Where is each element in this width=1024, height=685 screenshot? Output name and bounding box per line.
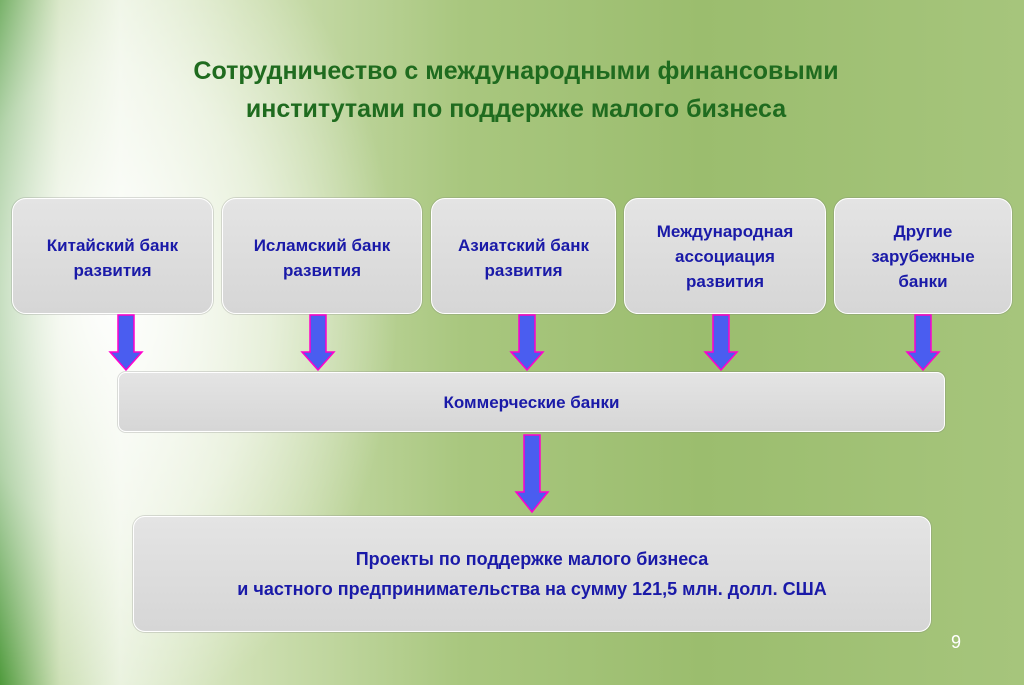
box-label-line: ассоциация [675,247,775,266]
slide-title: Сотрудничество с международными финансов… [100,52,932,128]
box-label-line: Другие [893,222,953,241]
box-label-line: развития [484,261,563,280]
box-label-line: банки [898,272,948,291]
down-arrow-icon [509,314,545,372]
box-projects: Проекты по поддержке малого бизнеса и ча… [133,516,931,632]
box-asian-development-bank: Азиатский банк развития [431,198,616,314]
box-commercial-banks: Коммерческие банки [118,372,945,432]
box-label-line: развития [73,261,152,280]
box-label-line: развития [685,272,765,291]
box-label-line: развития [282,261,362,280]
down-arrow-icon [905,314,941,372]
box-label-line: Исламский банк [253,236,391,255]
down-arrow-icon [703,314,739,372]
page-number: 9 [950,632,961,652]
box-label-line: Китайский банк [46,236,179,255]
box-label-line: Азиатский банк [457,236,590,255]
box-label-line: зарубежные [871,247,975,266]
box-other-foreign-banks: Другие зарубежные банки [834,198,1012,314]
down-arrow-icon [300,314,336,372]
box-label-line: Коммерческие банки [443,392,620,412]
down-arrow-icon [514,434,550,514]
title-line-1: Сотрудничество с международными финансов… [193,57,839,85]
down-arrow-icon [108,314,144,372]
box-label-line: и частного предпринимательства на сумму … [237,579,827,599]
box-islamic-development-bank: Исламский банк развития [222,198,422,314]
box-label-line: Международная [656,222,794,241]
box-label-line: Проекты по поддержке малого бизнеса [355,549,709,569]
box-chinese-development-bank: Китайский банк развития [12,198,213,314]
title-line-2: институтами по поддержке малого бизнеса [245,95,787,123]
box-international-development-association: Международная ассоциация развития [624,198,826,314]
